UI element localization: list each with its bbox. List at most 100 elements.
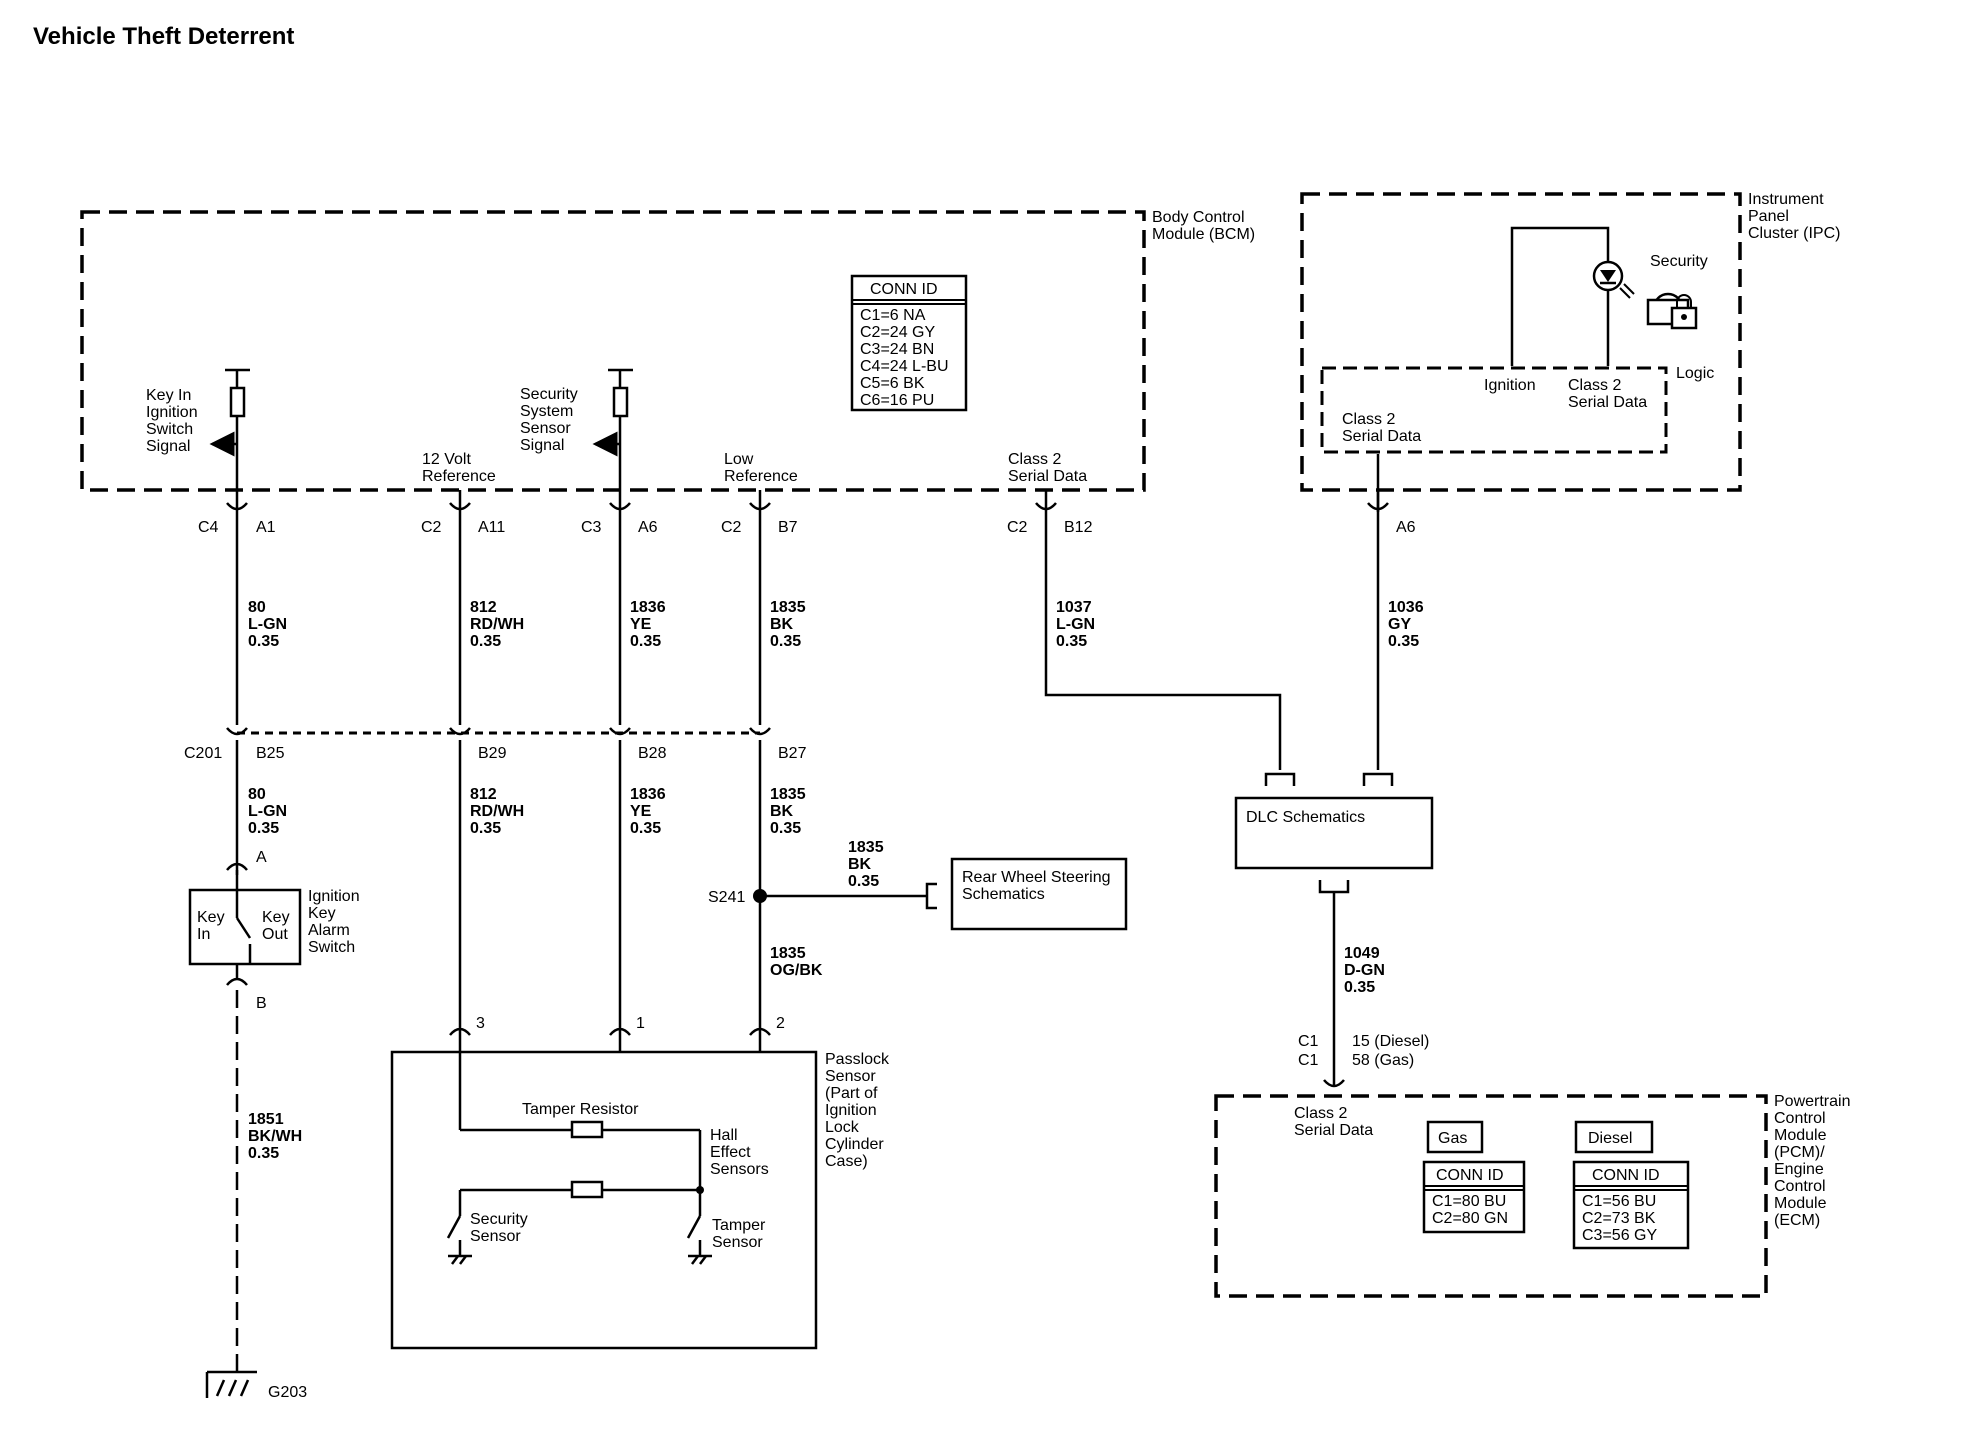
diesel-conn-row: C2=73 BK	[1582, 1210, 1656, 1227]
wire-label: 0.35	[770, 633, 801, 650]
bcm-conn-table: CONN ID C1=6 NA C2=24 GY C3=24 BN C4=24 …	[850, 274, 968, 412]
pin-label: B25	[256, 745, 285, 762]
wire-label: 1836	[630, 599, 666, 616]
wire-label: BK/WH	[248, 1128, 302, 1145]
tamper-resistor-label: Tamper Resistor	[522, 1101, 639, 1118]
pin-label: 2	[776, 1015, 785, 1032]
bcm-conn-row: C1=6 NA	[860, 307, 926, 324]
security-signal-label: System	[520, 403, 573, 420]
hall-label: Hall	[710, 1127, 738, 1144]
wire-label: 0.35	[1056, 633, 1087, 650]
wire-label: GY	[1388, 616, 1411, 633]
low-ref-label: Reference	[724, 468, 798, 485]
wire-label: 0.35	[1388, 633, 1419, 650]
pin-label: B28	[638, 745, 667, 762]
hall-label: Effect	[710, 1144, 751, 1161]
pin-label: B7	[778, 519, 798, 536]
hall-label: Sensors	[710, 1161, 769, 1178]
rws-label: Rear Wheel Steering	[962, 869, 1111, 886]
ipc-logic-outline	[1320, 366, 1668, 454]
wire-label: 0.35	[630, 820, 661, 837]
wire-label: 812	[470, 786, 497, 803]
ipc-name: Panel	[1748, 208, 1789, 225]
ipc-class2-in: Serial Data	[1568, 394, 1647, 411]
wire-label: RD/WH	[470, 803, 524, 820]
security-signal-circuit: Security System Sensor Signal	[520, 368, 633, 490]
key-in-label: Key	[197, 909, 225, 926]
wire-label: 812	[470, 599, 497, 616]
key-out-label: Out	[262, 926, 288, 943]
diesel-conn-table: Diesel CONN ID C1=56 BU C2=73 BK C3=56 G…	[1572, 1120, 1690, 1250]
pin-label: C2	[1007, 519, 1028, 536]
security-sensor-label: Security	[470, 1211, 528, 1228]
diesel-conn-header: CONN ID	[1592, 1167, 1660, 1184]
class2-label: Class 2	[1008, 451, 1061, 468]
wire-label: 0.35	[630, 633, 661, 650]
rws-label: Schematics	[962, 886, 1045, 903]
twelve-v-label: Reference	[422, 468, 496, 485]
bcm-name-2: Module (BCM)	[1152, 226, 1255, 243]
pin-label: G203	[268, 1384, 307, 1401]
page-title: Vehicle Theft Deterrent	[33, 23, 294, 50]
pin-label: C2	[421, 519, 442, 536]
pcm-class2: Class 2	[1294, 1105, 1347, 1122]
security-signal-label: Security	[520, 386, 578, 403]
wire-label: 1836	[630, 786, 666, 803]
key-in-signal-label: Key In	[146, 387, 191, 404]
key-in-signal-label: Signal	[146, 438, 190, 455]
gas-conn-table: Gas CONN ID C1=80 BU C2=80 GN	[1422, 1120, 1526, 1234]
wire-label: 1851	[248, 1111, 284, 1128]
pin-label: C2	[721, 519, 742, 536]
pin-label: C4	[198, 519, 219, 536]
gas-conn-row: C2=80 GN	[1432, 1210, 1508, 1227]
gas-label: Gas	[1438, 1130, 1467, 1147]
pin-label: C201	[184, 745, 222, 762]
wire-label: 0.35	[1344, 979, 1375, 996]
key-in-signal-label: Switch	[146, 421, 193, 438]
wire-label: 1835	[848, 839, 884, 856]
pin-label: 3	[476, 1015, 485, 1032]
pcm-name: Engine	[1774, 1161, 1824, 1178]
wire-label: OG/BK	[770, 962, 823, 979]
passlock-name: Cylinder	[825, 1136, 884, 1153]
pin-label: A11	[478, 519, 505, 536]
wire-label: BK	[848, 856, 872, 873]
low-ref-label: Low	[724, 451, 754, 468]
wire-label: 1835	[770, 599, 806, 616]
ipc-class2-out: Serial Data	[1342, 428, 1421, 445]
pin-label: B	[256, 995, 267, 1012]
gas-conn-header: CONN ID	[1436, 1167, 1504, 1184]
wire-label: 0.35	[248, 820, 279, 837]
pin-label: B27	[778, 745, 807, 762]
wire-label: L-GN	[1056, 616, 1095, 633]
wire-label: L-GN	[248, 803, 287, 820]
wire-label: 1835	[770, 786, 806, 803]
pin-label: B12	[1064, 519, 1093, 536]
wire-label: 1835	[770, 945, 806, 962]
bcm-conn-row: C3=24 BN	[860, 341, 934, 358]
switch-name: Switch	[308, 939, 355, 956]
ipc-module-outline	[1300, 192, 1742, 492]
switch-name: Alarm	[308, 922, 350, 939]
pin-label: A6	[638, 519, 658, 536]
pin-label: C1	[1298, 1052, 1319, 1069]
pin-label: B29	[478, 745, 507, 762]
pin-label: C1	[1298, 1033, 1319, 1050]
ipc-logic-label: Logic	[1676, 365, 1714, 382]
ipc-name: Instrument	[1748, 191, 1824, 208]
wire-label: 0.35	[248, 633, 279, 650]
wire-label: 0.35	[848, 873, 879, 890]
c201-connector	[226, 727, 771, 736]
pin-label: 1	[636, 1015, 645, 1032]
wire-label: 0.35	[470, 820, 501, 837]
pcm-module-outline	[1214, 1094, 1768, 1298]
bcm-module-outline	[80, 210, 1146, 492]
s241-splice	[753, 889, 767, 903]
switch-name: Ignition	[308, 888, 360, 905]
ipc-ignition-label: Ignition	[1484, 377, 1536, 394]
ipc-security-label: Security	[1650, 253, 1708, 270]
bcm-conn-row: C4=24 L-BU	[860, 358, 949, 375]
switch-name: Key	[308, 905, 336, 922]
class2-label: Serial Data	[1008, 468, 1087, 485]
dlc-schematics-box: DLC Schematics	[1234, 772, 1434, 894]
